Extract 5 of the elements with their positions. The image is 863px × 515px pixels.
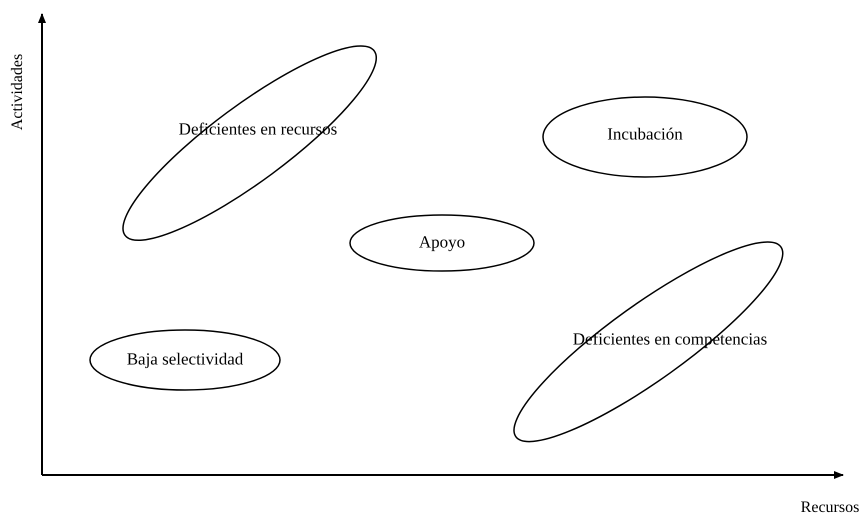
node-label: Baja selectividad [126, 350, 244, 370]
axis-title: Actividades [9, 54, 27, 130]
node-label: Apoyo [418, 234, 466, 252]
axis-title: Recursos [800, 499, 860, 515]
node-label: Incubación [607, 126, 683, 144]
